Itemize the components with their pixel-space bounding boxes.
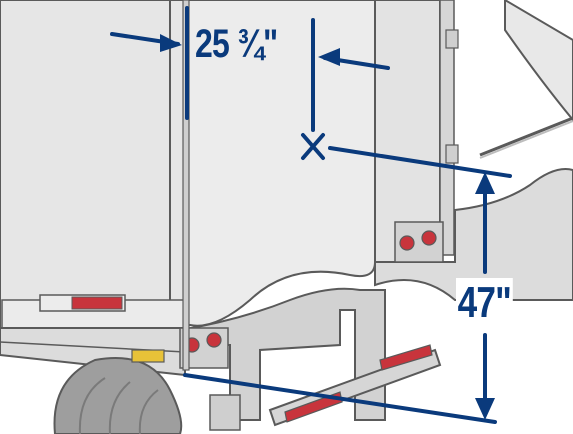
trailer-rear-door (184, 0, 459, 327)
center-point-marker (301, 133, 325, 160)
reflectors (39, 221, 444, 369)
trailer-open-door-edge (479, 0, 573, 159)
dimension-height-lines (183, 146, 512, 424)
dimension-height-label: 47" (456, 278, 513, 328)
dimension-offset-label: 25 ¾" (195, 22, 278, 66)
tire (53, 357, 183, 434)
dimension-offset-lines (110, 6, 390, 132)
bumper-frame (179, 287, 442, 431)
door-hinge-edge (182, 0, 190, 371)
trailer-left-side-panel (0, 0, 186, 329)
